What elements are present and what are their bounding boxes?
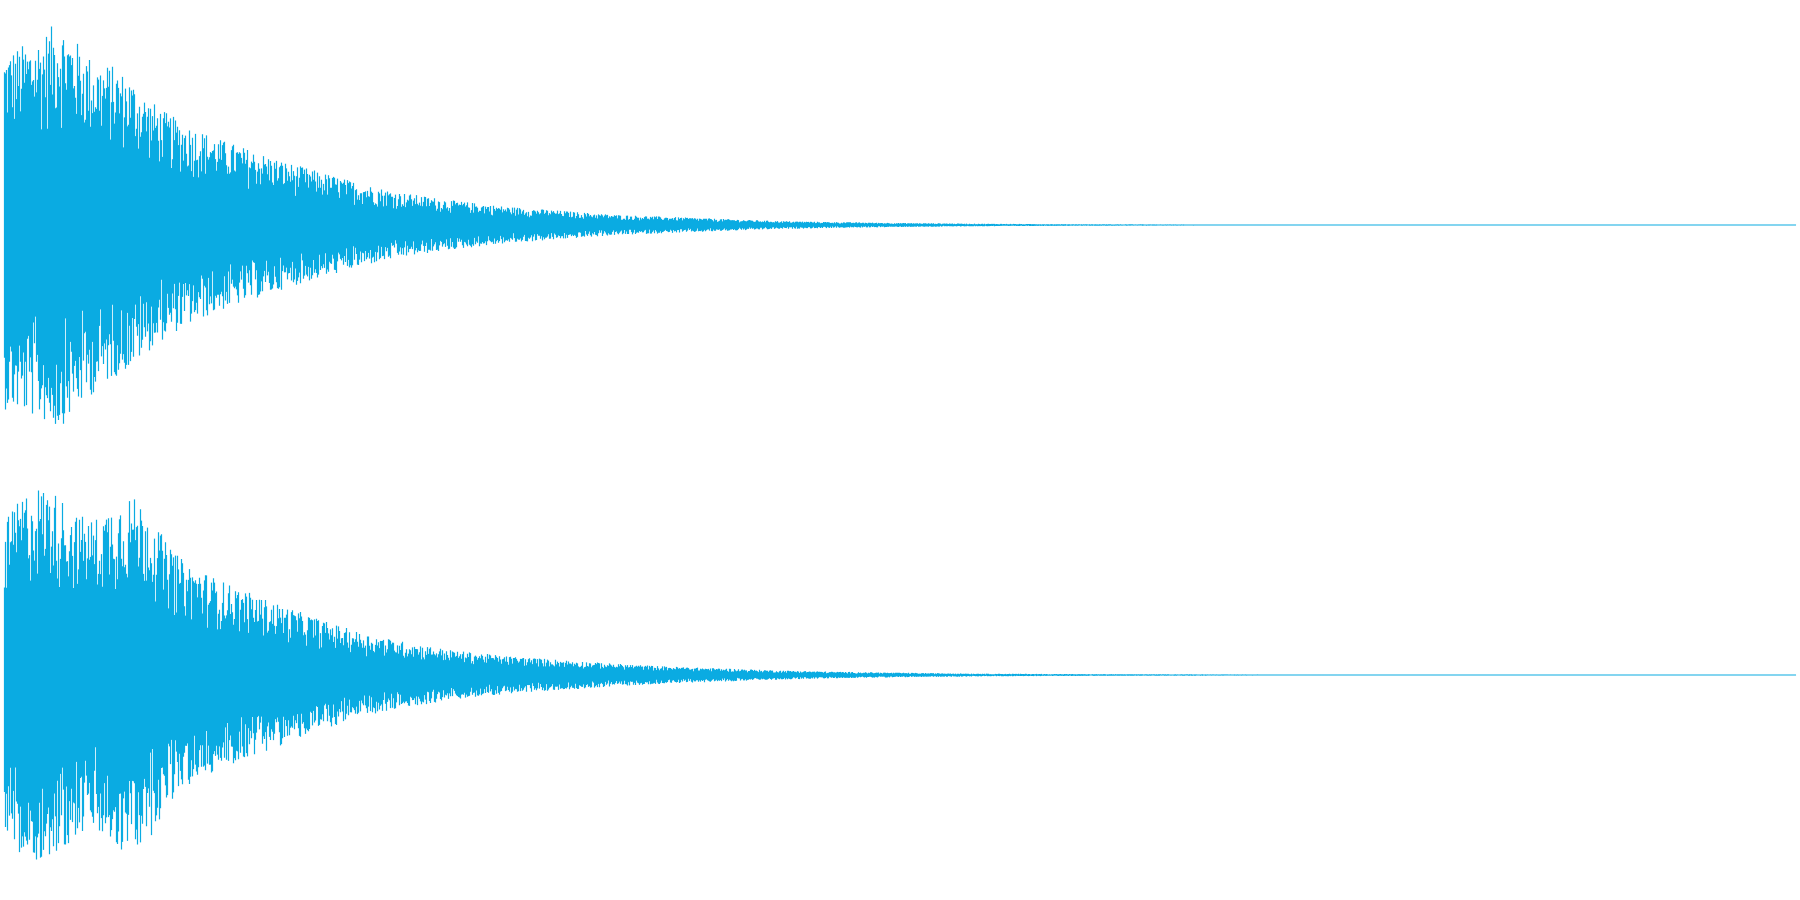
channels-group: [3, 26, 1797, 860]
channel-1-amplitude: [3, 26, 1797, 424]
channel-2-waveform: [3, 490, 1797, 860]
channel-1-waveform: [3, 26, 1797, 424]
channel-2-amplitude: [3, 490, 1797, 860]
